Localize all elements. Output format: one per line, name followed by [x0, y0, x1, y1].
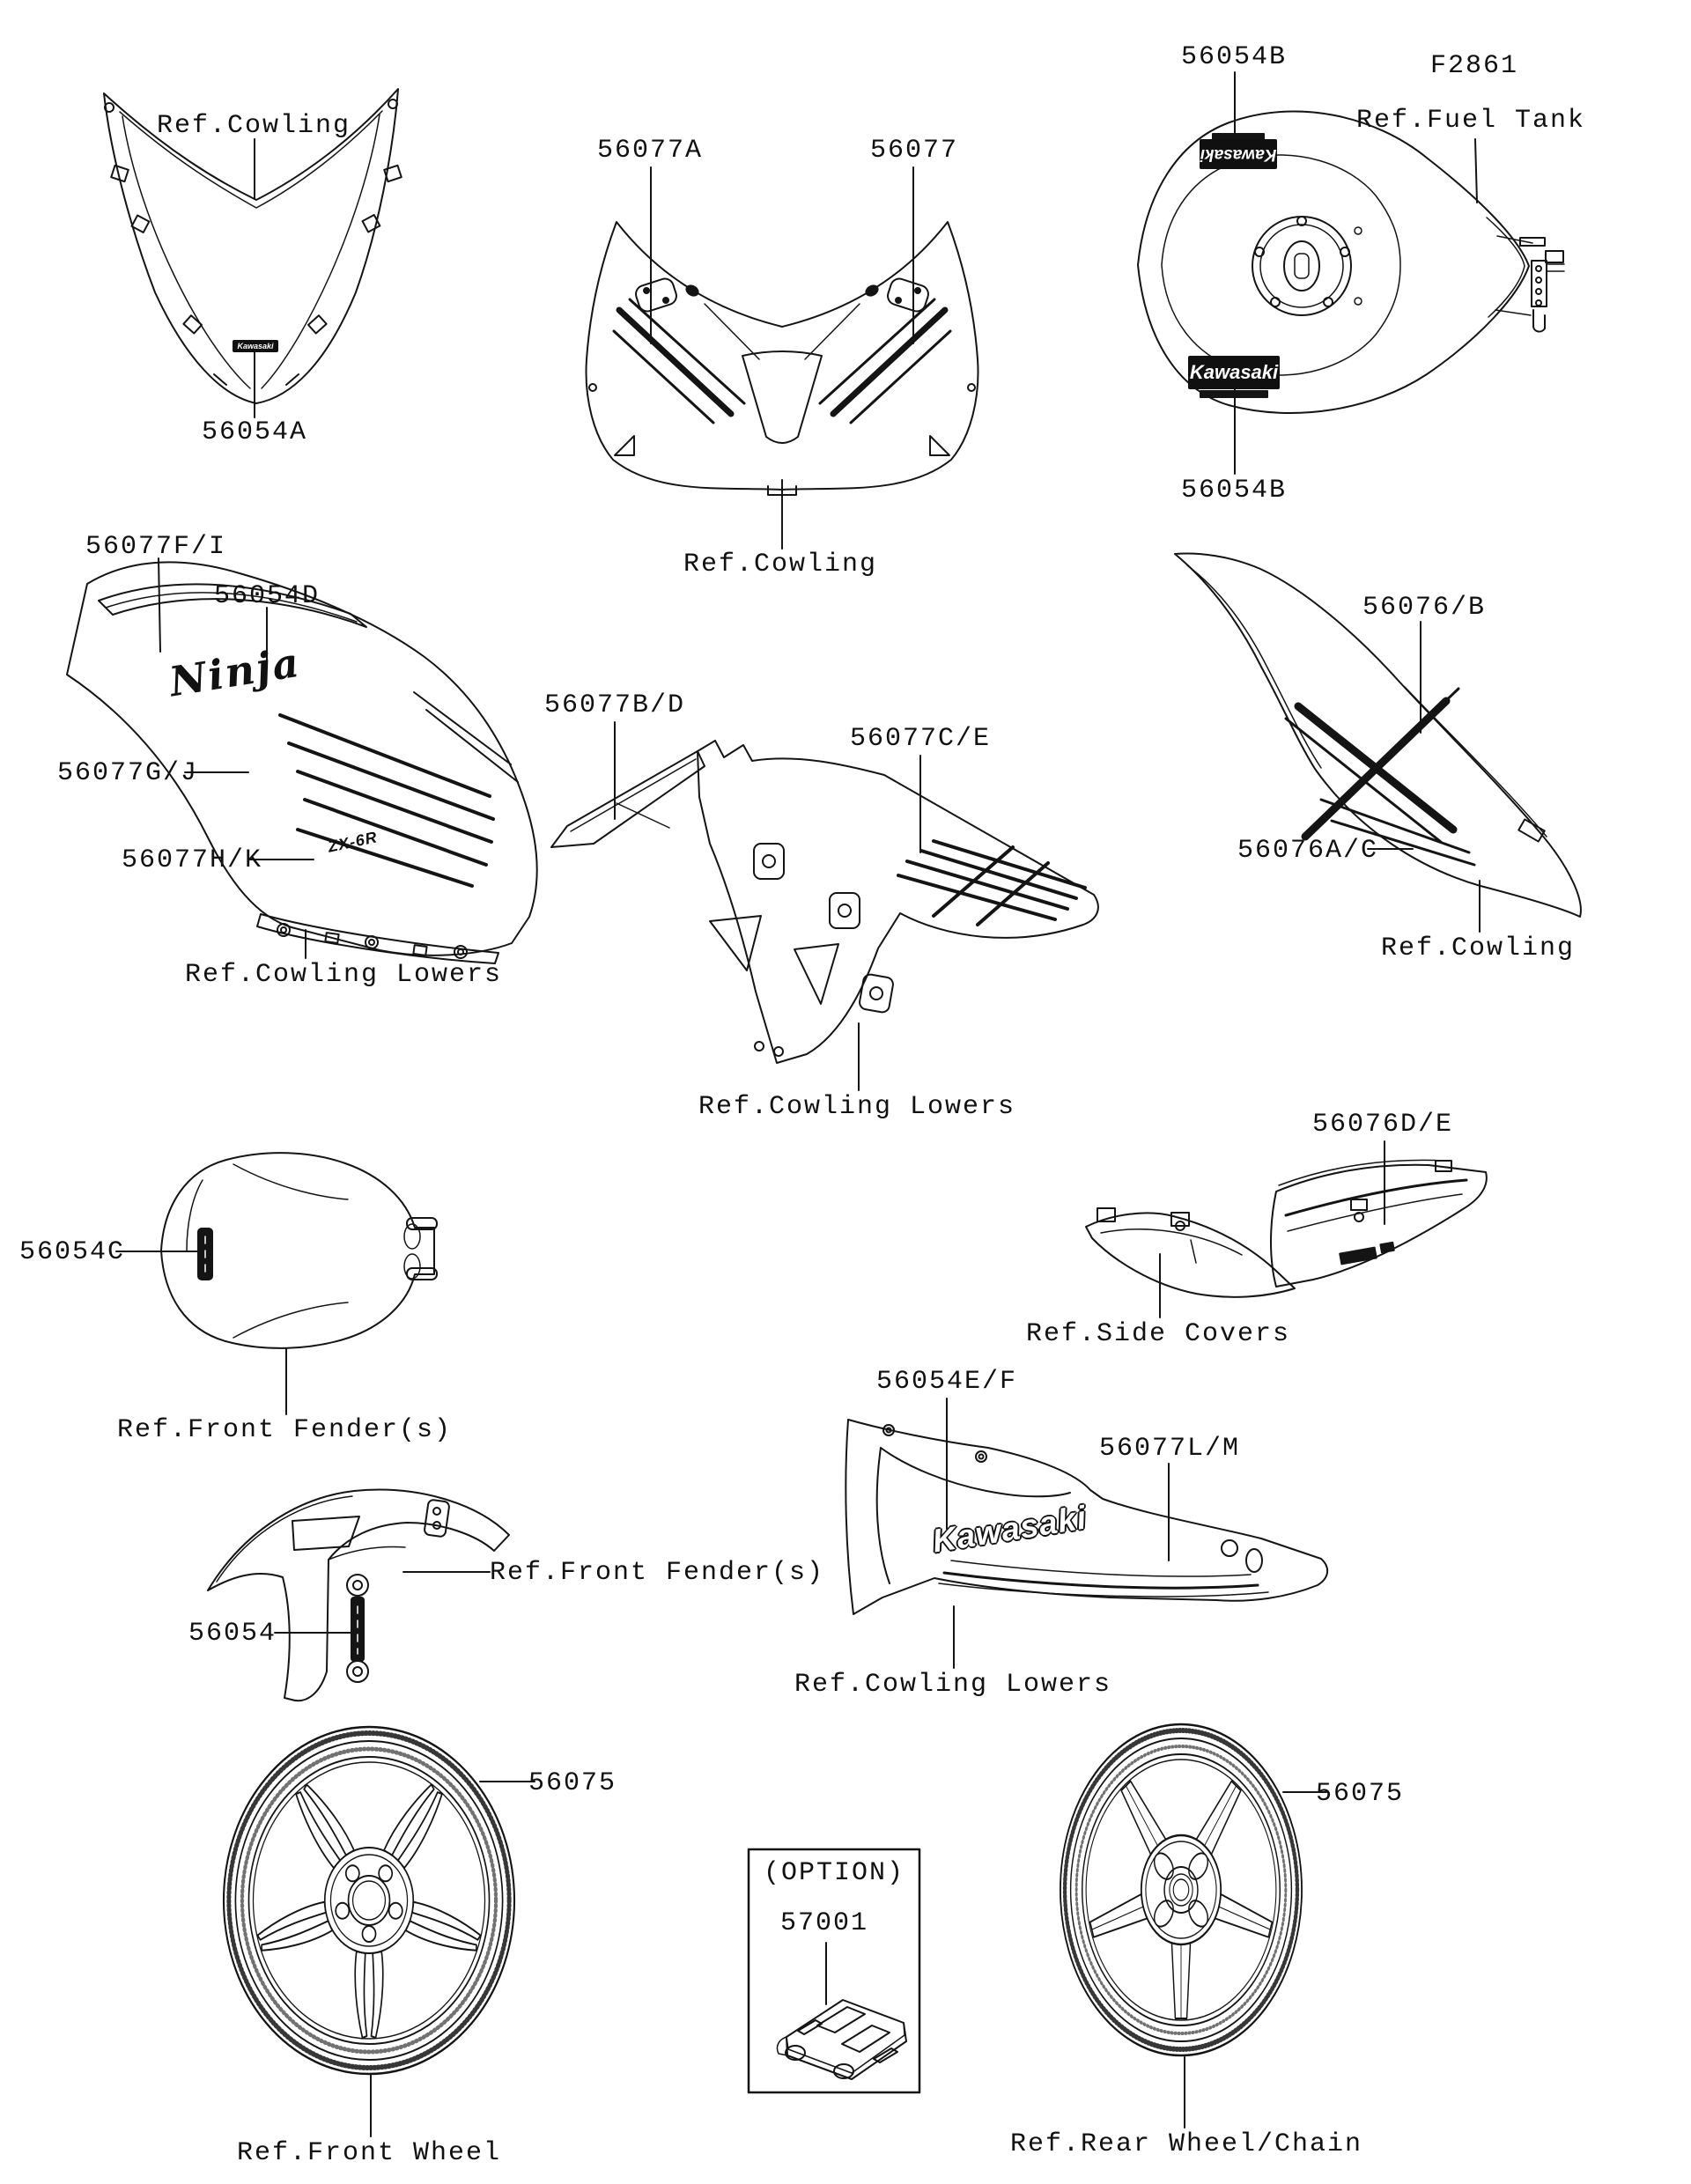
callout-56075-rear: 56075 — [1315, 1779, 1405, 1809]
lower-cowling-centre-part — [550, 740, 1099, 1064]
callout-ref-front-wheel: Ref.Front Wheel — [236, 2138, 502, 2168]
callout-ref-cowling-windscreen: Ref.Cowling — [156, 111, 351, 141]
leader-lines — [115, 71, 1481, 2137]
windscreen-part — [103, 88, 402, 404]
windscreen-kawasaki-decal: Kawasaki — [233, 340, 278, 352]
callout-option: (OPTION) — [763, 1858, 905, 1888]
fender-side-decal — [351, 1597, 365, 1662]
callout-ref-cowling-lowers-mid: Ref.Cowling Lowers — [698, 1092, 1016, 1122]
callout-56077g-j: 56077G/J — [56, 758, 199, 788]
tail-x-decal — [1284, 687, 1476, 867]
callout-56077h-k: 56077H/K — [121, 845, 263, 875]
callout-ref-fuel-tank: Ref.Fuel Tank — [1355, 106, 1586, 136]
callout-56054c: 56054C — [18, 1237, 126, 1267]
callout-56077l-m: 56077L/M — [1098, 1434, 1241, 1464]
callout-56077: 56077 — [869, 136, 959, 166]
callout-56077a: 56077A — [596, 136, 704, 166]
tank-bracket — [1495, 235, 1565, 333]
figure-code: F2861 — [1429, 51, 1519, 81]
front-fender-side-part — [207, 1488, 510, 1702]
lower-cowling-kawasaki-part — [845, 1419, 1328, 1615]
fuel-cap — [1252, 216, 1362, 316]
rear-wheel-spokes — [1089, 1780, 1273, 2019]
fastener-part — [776, 1999, 907, 2080]
callout-ref-cowling-lowers-bottom: Ref.Cowling Lowers — [794, 1670, 1112, 1700]
callout-56077c-e: 56077C/E — [849, 724, 992, 754]
callout-56075-front: 56075 — [528, 1768, 617, 1798]
callout-56054d: 56054D — [213, 581, 321, 611]
callout-ref-cowling-tail: Ref.Cowling — [1380, 933, 1576, 963]
front-wheel-part — [222, 1725, 516, 2076]
lower-cowling-stripe-decal — [897, 839, 1087, 926]
tail-cowling-part — [1174, 552, 1582, 918]
side-cowling-stripe-decal — [278, 713, 495, 888]
callout-57001: 57001 — [779, 1908, 869, 1938]
callout-56076d-e: 56076D/E — [1311, 1110, 1454, 1140]
side-cover-emblem-decal — [1339, 1246, 1377, 1265]
callout-ref-cowling-lowers-left: Ref.Cowling Lowers — [184, 960, 503, 990]
front-fender-top-part — [160, 1152, 438, 1349]
callout-ref-front-fender-top: Ref.Front Fender(s) — [116, 1415, 453, 1445]
callout-ref-cowling-front: Ref.Cowling — [683, 550, 878, 579]
front-wheel-spokes — [256, 1783, 482, 2039]
callout-ref-rear-wheel: Ref.Rear Wheel/Chain — [1009, 2129, 1363, 2159]
fuel-tank-kawasaki-decal-top: Kawasaki — [1200, 139, 1277, 169]
callout-ref-side-covers: Ref.Side Covers — [1025, 1319, 1291, 1349]
option-box — [747, 1848, 921, 2094]
callout-56077b-d: 56077B/D — [543, 690, 686, 720]
callout-56054: 56054 — [188, 1619, 277, 1649]
callout-56076-b: 56076/B — [1362, 593, 1487, 623]
callout-56076a-c: 56076A/C — [1237, 836, 1379, 866]
callout-56054b-top: 56054B — [1180, 42, 1288, 72]
rear-wheel-part — [1060, 1723, 1303, 2057]
callout-56054a: 56054A — [201, 417, 308, 447]
front-cowling-part — [585, 221, 979, 496]
callout-ref-front-fender-side: Ref.Front Fender(s) — [489, 1558, 825, 1588]
callout-56077f-i: 56077F/I — [85, 532, 227, 562]
fuel-tank-kawasaki-decal-bottom: Kawasaki — [1188, 356, 1280, 389]
side-cowling-part — [66, 561, 538, 964]
side-covers-part — [1085, 1159, 1488, 1298]
callout-56054e-f: 56054E/F — [875, 1367, 1018, 1397]
tank-decal-subbar-bottom — [1200, 390, 1268, 398]
callout-56054b-bottom: 56054B — [1180, 476, 1288, 505]
